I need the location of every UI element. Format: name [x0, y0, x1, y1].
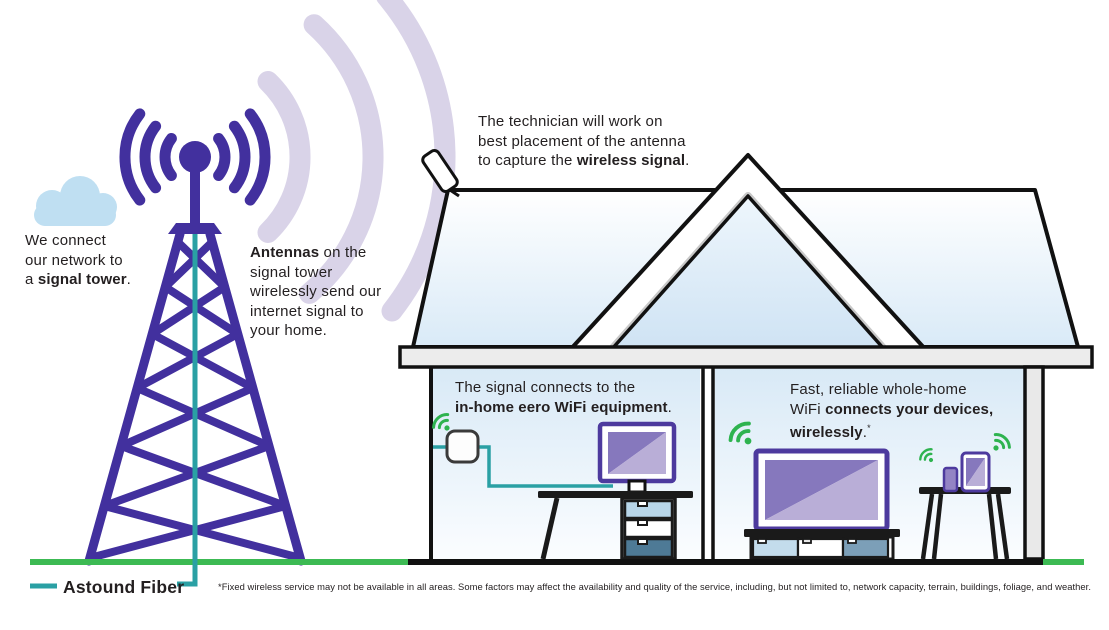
phone-icon — [942, 466, 959, 493]
eero-device-icon — [445, 429, 480, 464]
tower-mast — [190, 157, 200, 224]
disclaimer-text: *Fixed wireless service may not be avail… — [218, 581, 1091, 592]
caption-devices: Fast, reliable whole-home WiFi connects … — [790, 381, 994, 441]
tower-wifi-arcs-icon — [119, 108, 271, 206]
fiber-legend-label: Astound Fiber — [63, 577, 185, 597]
tv-icon — [753, 448, 890, 532]
signal-tower-icon — [84, 108, 306, 566]
fiber-line — [177, 234, 198, 587]
desk-drawer-middle — [623, 518, 674, 539]
ground-line-right — [1043, 559, 1084, 565]
cloud-icon — [34, 176, 117, 226]
desk — [538, 491, 693, 561]
roof-antenna-icon — [421, 148, 460, 198]
tower-bracing — [85, 238, 305, 562]
house — [398, 153, 1094, 561]
desktop-monitor-icon — [597, 421, 677, 494]
desk-drawer-bottom — [623, 537, 674, 559]
tablet-icon — [960, 451, 991, 493]
wireless-signal-arcs-icon — [257, 0, 456, 322]
ethernet-cable — [433, 445, 613, 488]
tv-stand — [744, 529, 900, 562]
eero-setup — [429, 410, 693, 561]
desk-drawer-top — [623, 499, 674, 520]
devices-setup — [725, 417, 1014, 562]
ground-line — [30, 559, 408, 565]
eave-band — [398, 345, 1094, 369]
caption-network: We connect our network to a signal tower… — [25, 232, 132, 288]
caption-eero: The signal connects to the in-home eero … — [455, 379, 672, 416]
caption-technician: The technician will work on best placeme… — [478, 113, 690, 169]
house-floor — [408, 559, 1043, 565]
caption-antennas: Antennas on the signal tower wirelessly … — [250, 244, 382, 339]
